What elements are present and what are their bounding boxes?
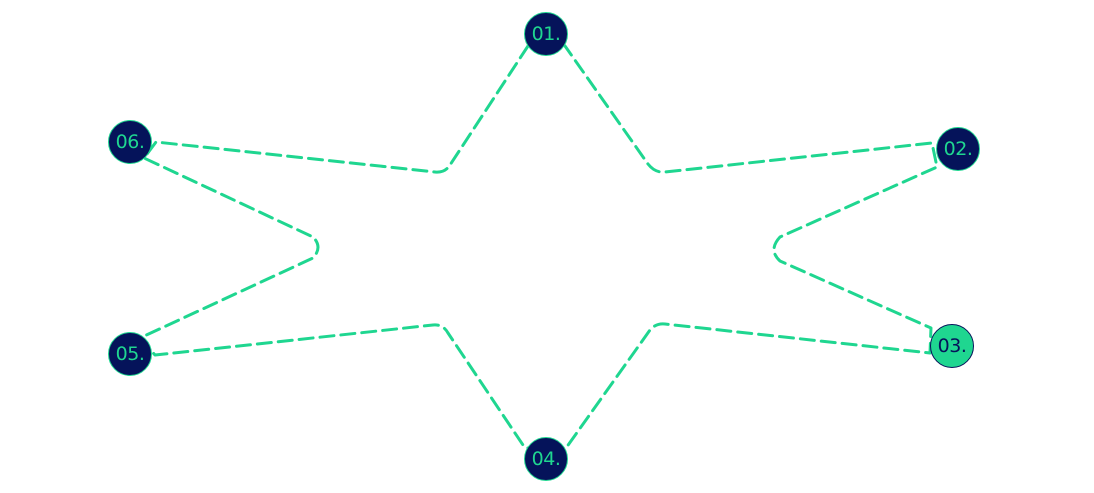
- step-02-node[interactable]: 02.: [936, 127, 980, 171]
- step-01-node[interactable]: 01.: [524, 12, 568, 56]
- step-06-node[interactable]: 06.: [108, 120, 152, 164]
- step-05-node[interactable]: 05.: [108, 332, 152, 376]
- star-path: [138, 44, 939, 450]
- step-03-node[interactable]: 03.: [930, 324, 974, 368]
- step-04-node[interactable]: 04.: [524, 437, 568, 481]
